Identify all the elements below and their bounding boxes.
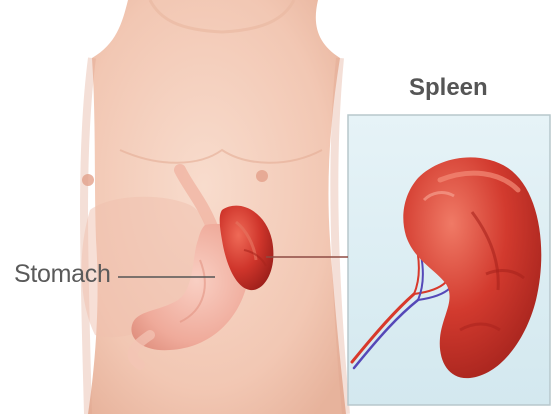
stomach-label: Stomach: [14, 260, 111, 289]
spleen-label: Spleen: [409, 74, 488, 102]
